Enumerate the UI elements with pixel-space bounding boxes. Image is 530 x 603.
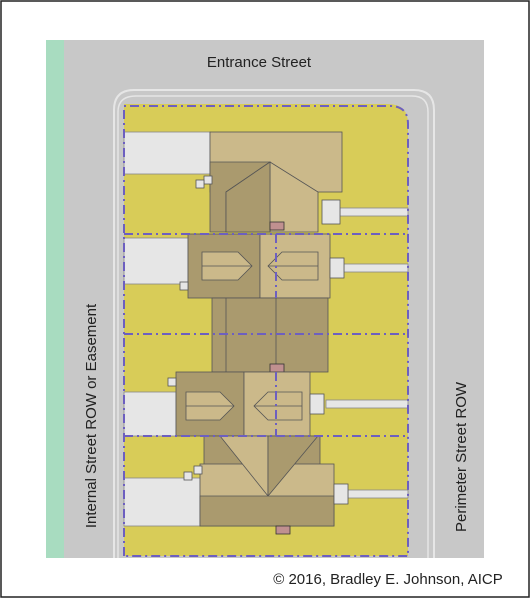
- unit-1-garage: [321, 199, 341, 225]
- copyright-text: © 2016, Bradley E. Johnson, AICP: [273, 571, 503, 588]
- label-entrance-street: Entrance Street: [207, 54, 312, 71]
- unit-3-door: [269, 363, 285, 373]
- drive-right-2: [343, 263, 409, 273]
- unit-1-door: [269, 221, 285, 231]
- drive-right-1: [339, 207, 409, 217]
- curb-outer: [113, 89, 435, 558]
- label-perimeter-street: Perimeter Street ROW: [453, 381, 470, 532]
- driveway-1: [123, 131, 211, 175]
- drive-right-3: [325, 399, 409, 409]
- drive-right-4: [347, 489, 409, 499]
- label-internal-street: Internal Street ROW or Easement: [83, 303, 100, 528]
- unit-5-door: [275, 525, 291, 535]
- driveway-4: [123, 477, 201, 527]
- driveway-2: [123, 237, 189, 285]
- curb-inner: [117, 95, 429, 558]
- driveway-3: [123, 391, 177, 437]
- green-strip: [46, 40, 64, 558]
- lot-lines: [123, 105, 409, 557]
